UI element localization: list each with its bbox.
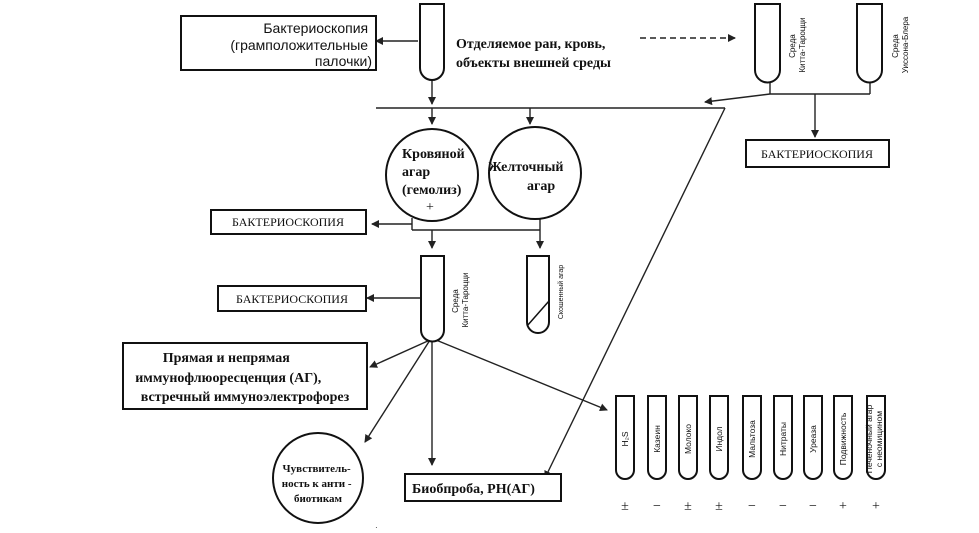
wilson-blair-tube	[856, 3, 883, 84]
biochem-result: ±	[684, 499, 692, 514]
biochem-tube-label: H₂S	[620, 431, 630, 446]
microscopy-box-2	[217, 285, 367, 312]
microscopy-box-2-label: БАКТЕРИОСКОПИЯ	[236, 292, 348, 306]
immunofluorescence-box	[122, 342, 368, 410]
microscopy-box-1	[210, 209, 367, 235]
gram-positive-microscopy-text: Бактериоскопия (грамположительные палочк…	[230, 20, 372, 69]
biochem-tube	[866, 395, 886, 480]
biochem-result: −	[809, 499, 817, 514]
immunofluorescence-text: Прямая и непрямая иммунофлюоресценция (А…	[135, 351, 349, 405]
wilson-blair-tube-label: Среда Уиссона-Блера	[891, 16, 910, 73]
blood-agar-sign: +	[426, 200, 434, 215]
microscopy-box-1-label: БАКТЕРИОСКОПИЯ	[232, 215, 344, 229]
biochem-tube-label: Молоко	[683, 424, 693, 454]
biochem-tube	[833, 395, 853, 480]
biochem-tube	[678, 395, 698, 480]
biochem-result: +	[839, 499, 847, 514]
slant-agar-tube-label: Скошенный агар	[557, 265, 565, 319]
bioassay-label: Биобпроба, РН(АГ)	[412, 482, 535, 497]
slant-line	[526, 300, 550, 327]
biochem-tube	[709, 395, 729, 480]
specimen-text: Отделяемое ран, кровь, объекты внешней с…	[456, 37, 611, 71]
blood-agar-dish	[385, 128, 479, 222]
gram-positive-microscopy-box	[180, 15, 377, 71]
biochem-tube	[647, 395, 667, 480]
biochem-result: −	[653, 499, 661, 514]
biochem-result: ±	[715, 499, 723, 514]
blood-agar-label: Кровяной агар (гемолиз)	[402, 147, 468, 198]
biochem-tube	[803, 395, 823, 480]
biochem-result: +	[872, 499, 880, 514]
antibiotic-sensitivity-dish	[272, 432, 364, 524]
biochem-tube-label: Мальтоза	[747, 420, 757, 458]
stray-mark: ·	[375, 523, 378, 532]
kitt-tarozzi-tube-top-label: Среда Китта-Тароцци	[788, 18, 807, 73]
biochem-tube	[615, 395, 635, 480]
biochem-tube-label: Казеин	[652, 425, 662, 453]
bioassay-box	[404, 473, 562, 502]
biochem-tube	[742, 395, 762, 480]
antibiotic-sensitivity-text: Чувствитель- ность к анти - биотикам	[282, 463, 355, 505]
biochem-result: ±	[621, 499, 629, 514]
microscopy-box-right-label: БАКТЕРИОСКОПИЯ	[761, 147, 873, 161]
biochem-result: −	[748, 499, 756, 514]
kitt-tarozzi-tube-mid	[420, 255, 445, 343]
kitt-tarozzi-tube-mid-label: Среда Китта-Тароцци	[451, 273, 470, 328]
biochem-result: −	[779, 499, 787, 514]
biochemical-tests: H₂S ± Казеин − Молоко ± Индол ± Мальтоза − Нитраты…	[615, 395, 886, 514]
microscopy-box-right	[745, 139, 890, 168]
biochem-tube-label: Уреаза	[808, 425, 818, 453]
kitt-tarozzi-tube-top	[754, 3, 781, 84]
yolk-agar-dish	[488, 126, 582, 220]
biochem-tube-label: Индол	[714, 426, 724, 451]
biochem-tube-label: Подвижность	[838, 412, 848, 465]
specimen-tube	[419, 3, 445, 81]
biochem-tube-label: Печеночный агарс неомицином	[864, 405, 884, 474]
connector-lines	[364, 34, 871, 479]
biochem-tube-label: Нитраты	[778, 422, 788, 456]
yolk-agar-label: Желточный агар	[488, 160, 567, 194]
biochem-tube	[773, 395, 793, 480]
